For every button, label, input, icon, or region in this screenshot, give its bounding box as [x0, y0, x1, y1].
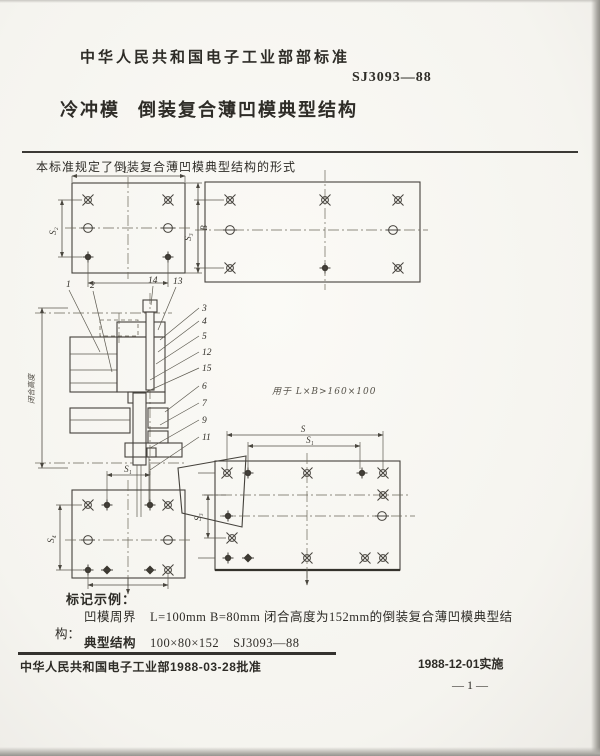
dim-label-S: S	[301, 424, 306, 434]
scope-statement: 本标准规定了倒装复合薄凹模典型结构的形式	[36, 160, 297, 174]
marking-std-ref: SJ3093—88	[233, 636, 300, 650]
dim-label-S1: S₁	[306, 435, 314, 445]
callout-number: 13	[173, 277, 183, 287]
spacer-block	[147, 430, 169, 444]
dim-label-B: B	[199, 225, 209, 231]
bottom-right-plan: S S₁ S₃	[193, 424, 415, 586]
marking-example-line1: 凹模周界 L=100mm B=80mm 闭合高度为152mm的倒装复合薄凹模典型结	[84, 606, 513, 625]
countersunk-hole-icon	[162, 194, 174, 206]
press-bolster	[177, 455, 247, 528]
upper-backing-plate	[116, 321, 166, 338]
footer-approval: 中华人民共和国电子工业部1988-03-28批准	[20, 660, 262, 674]
scan-edge-right	[591, 0, 600, 756]
title-part2: 倒装复合薄凹模典型结构	[138, 100, 358, 120]
scan-edge-top	[0, 0, 600, 3]
plate-outline	[204, 181, 421, 283]
footer-rule	[18, 652, 336, 655]
top-rule	[22, 151, 578, 153]
ejector-stem	[132, 392, 147, 466]
lower-die-shoe	[69, 407, 131, 434]
authority-line: 中华人民共和国电子工业部部标准	[80, 49, 351, 66]
callout-number: 4	[202, 317, 207, 327]
page-number: — 1 —	[452, 678, 488, 692]
callout-number: 11	[202, 433, 211, 443]
marking-term2: 典型结构	[84, 636, 137, 650]
callout-number: 6	[202, 382, 207, 392]
marking-example-line1-cont: 构：	[55, 627, 81, 641]
top-left-plan: L S₂ B	[48, 165, 209, 287]
marking-example-heading: 标记示例：	[66, 592, 137, 607]
punch-holder-block	[116, 336, 166, 393]
callout-number: 1	[66, 280, 71, 290]
dim-label-S3: S₃	[183, 233, 193, 241]
dim-label-S3: S₃	[193, 513, 203, 521]
dim-label-S2: S₂	[48, 227, 58, 235]
countersunk-hole-icon	[82, 194, 94, 206]
callout-number: 7	[202, 399, 208, 409]
handwritten-note: 用于 L×B>160×100	[272, 387, 376, 397]
marking-size: 100×80×152	[150, 636, 220, 650]
standard-number: SJ3093—88	[352, 70, 432, 85]
dim-label-L: L	[122, 165, 128, 175]
callout-number: 5	[202, 332, 207, 342]
marking-spec: L=100mm B=80mm 闭合高度为152mm的倒装复合薄凹模典型结	[150, 610, 513, 624]
scan-edge-bottom	[0, 747, 600, 756]
marking-example-line2: 典型结构 100×80×152 SJ3093—88	[84, 632, 299, 651]
callout-number: 15	[202, 364, 212, 374]
callout-number: 9	[202, 416, 207, 426]
dim-label-S1: S₁	[124, 464, 132, 474]
punch-head	[142, 299, 158, 313]
technical-drawings: L S₂ B S₃	[27, 165, 428, 595]
dim-label-closed-height: 闭合高度	[27, 373, 36, 404]
die-insert-block	[147, 407, 169, 429]
title-part1: 冷冲模	[60, 100, 120, 120]
screw-hole-icon	[162, 251, 174, 263]
footer-implementation: 1988-12-01实施	[418, 657, 504, 671]
stop-block	[146, 447, 157, 458]
callout-number: 14	[148, 276, 158, 286]
callout-number: 2	[90, 281, 95, 291]
dowel-hole-icon	[160, 223, 176, 233]
top-right-plan: S₃	[183, 170, 428, 290]
section-callouts: 1 2 14 13 3 4 5 12 15 6 7 9 11	[66, 276, 212, 471]
callout-number: 12	[202, 348, 212, 358]
plate-outline	[71, 489, 186, 579]
marking-term: 凹模周界	[84, 610, 137, 624]
page-title: 冷冲模倒装复合薄凹模典型结构	[60, 96, 358, 122]
dowel-hole-icon	[80, 223, 96, 233]
hole-pattern	[222, 194, 404, 274]
section-view: 闭合高度 1 2 14	[27, 276, 247, 528]
screw-hole-icon	[82, 251, 94, 263]
callout-number: 3	[201, 304, 207, 314]
hole-pattern	[221, 467, 390, 564]
dim-label-S4: S₄	[46, 535, 56, 543]
bottom-left-plan: S₁ S₄	[46, 464, 192, 595]
